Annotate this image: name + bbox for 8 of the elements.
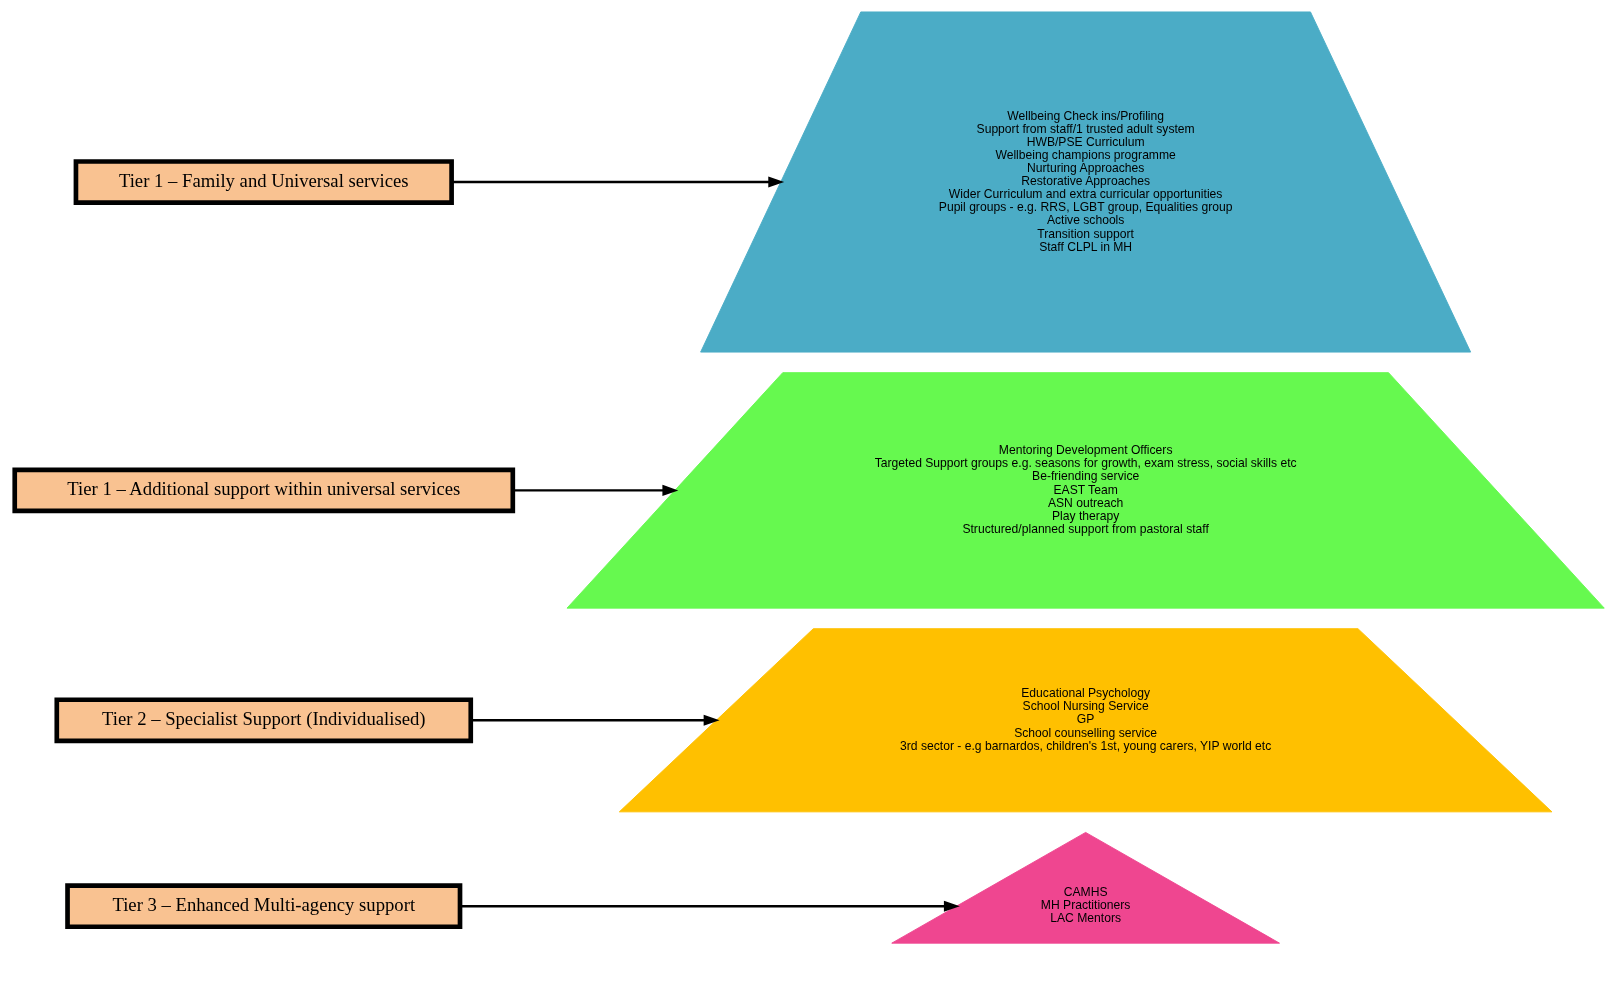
node-box: Tier 2 – Specialist Support (Individualised): [53, 697, 473, 744]
node-box: Tier 3 – Enhanced Multi-agency support: [64, 883, 462, 930]
arrow: [451, 176, 784, 188]
arrow: [459, 900, 960, 912]
arrow: [512, 484, 678, 496]
arrow: [470, 714, 720, 726]
node-box: Tier 1 – Family and Universal services: [73, 159, 454, 205]
node-box: Tier 1 – Additional support within universal services: [11, 467, 515, 514]
